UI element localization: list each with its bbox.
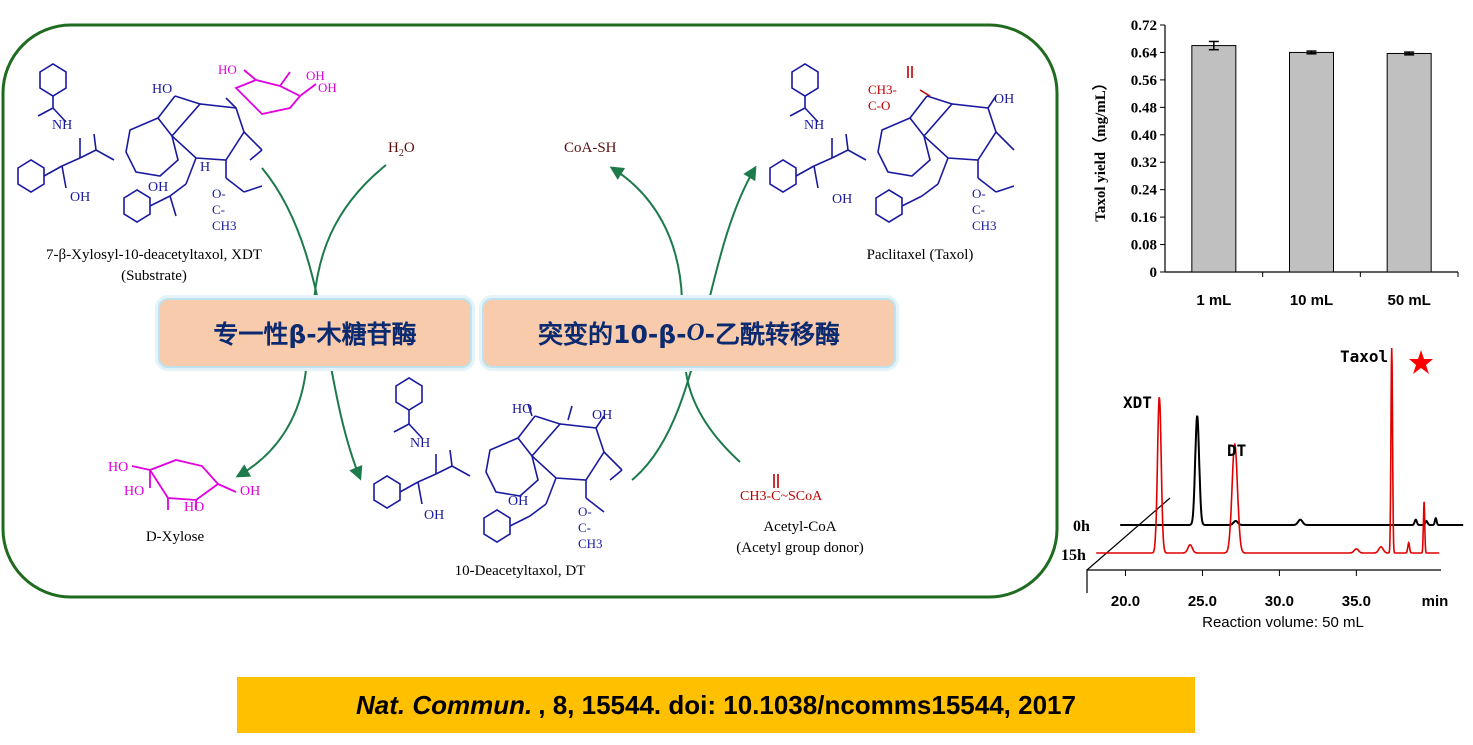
- bar-0: [1191, 45, 1237, 273]
- dt-structure-image: [373, 377, 623, 543]
- hplc-caption: Reaction volume: 50 mL: [1202, 614, 1364, 631]
- bar-category-label: 50 mL: [1387, 292, 1430, 309]
- hplc-peak-label-xdt: XDT: [1123, 393, 1152, 412]
- acetyl-coa-structure-image: [773, 474, 779, 488]
- bar-2: [1386, 52, 1432, 273]
- intermediate-name: 10-Deacetyltaxol, DT: [454, 563, 586, 579]
- substrate-name: 7-β-Xylosyl-10-deacetyltaxol, XDT: [46, 247, 262, 263]
- hplc-depth-axis: [1086, 497, 1171, 571]
- acetyl-group-image: [907, 66, 931, 97]
- enzyme-xylosidase-label: 专一性β-木糖苷酶: [213, 320, 417, 349]
- bar-y-tick-label: 0.72: [1131, 18, 1157, 34]
- bar-y-tick-label: 0.56: [1131, 73, 1158, 89]
- taxol-star-icon: [1409, 350, 1433, 374]
- enzyme-acetyltransferase-italic: O: [686, 319, 705, 346]
- enzyme-acetyltransferase-box: 突变的10-β-O-乙酰转移酶: [482, 298, 896, 368]
- hplc-trace-15h: [1096, 347, 1440, 554]
- hplc-series-label-0h: 0h: [1073, 518, 1090, 535]
- water-label: H2O: [388, 140, 415, 159]
- acetyl-coa-role: (Acetyl group donor): [736, 540, 864, 556]
- scheme-border: [1, 23, 1059, 599]
- bar-y-tick-label: 0: [1150, 265, 1158, 281]
- citation-journal: Nat. Commun.: [356, 689, 533, 720]
- bar-category-label: 1 mL: [1196, 292, 1231, 309]
- bar-y-axis-title: Taxol yield（mg/mL）: [1091, 75, 1109, 222]
- hplc-x-unit-label: min: [1422, 593, 1449, 610]
- taxol-structure-image: [769, 63, 1015, 223]
- hplc-x-tick-label: 25.0: [1188, 593, 1217, 610]
- xylose-name: D-Xylose: [145, 529, 205, 545]
- arrow-coash-out: [609, 166, 683, 301]
- citation-banner: Nat. Commun. , 8, 15544. doi: 10.1038/nc…: [237, 677, 1195, 733]
- bar-y-tick-label: 0.16: [1131, 210, 1158, 226]
- bar-y-tick-label: 0.48: [1131, 100, 1157, 116]
- xylose-structure-image: [131, 459, 237, 510]
- bar-y-tick-label: 0.64: [1131, 45, 1158, 61]
- xdt-structure-image: [17, 63, 263, 223]
- hplc-trace-0h: [1120, 415, 1464, 526]
- bar-y-tick-label: 0.40: [1131, 128, 1157, 144]
- hplc-series-label-15h: 15h: [1061, 547, 1086, 564]
- bar-y-tick-label: 0.32: [1131, 155, 1157, 171]
- substrate-role: (Substrate): [121, 268, 187, 284]
- reaction-scheme: [1, 23, 1059, 599]
- product-name: Paclitaxel (Taxol): [866, 247, 974, 263]
- arrow-acetylcoa-in: [685, 371, 741, 463]
- hplc-peak-label-dt: DT: [1227, 441, 1246, 460]
- hplc-x-tick-label: 35.0: [1342, 593, 1371, 610]
- enzyme-acetyltransferase-suffix: -乙酰转移酶: [704, 320, 840, 349]
- acetyl-coa-name: Acetyl-CoA: [763, 519, 837, 535]
- citation-details: , 8, 15544. doi: 10.1038/ncomms15544, 20…: [538, 689, 1076, 720]
- acetyl-coa-formula: CH3-C~SCoA: [740, 489, 823, 504]
- enzyme-xylosidase-box: 专一性β-木糖苷酶: [158, 298, 472, 368]
- coa-sh-label: CoA-SH: [564, 140, 617, 156]
- bar-1: [1289, 51, 1334, 273]
- arrow-water-in: [313, 164, 387, 301]
- enzyme-acetyltransferase-prefix: 突变的10-β-: [538, 320, 687, 349]
- hplc-x-tick-label: 30.0: [1265, 593, 1294, 610]
- xylosyl-group-image: [234, 69, 317, 115]
- taxol-yield-bar-chart: 0 0.08 0.16 0.24 0.32 0.40 0.48 0.56 0.64 0.72 1 m…: [1091, 18, 1459, 309]
- bar-y-tick-label: 0.24: [1131, 183, 1158, 199]
- bar-category-label: 10 mL: [1290, 292, 1333, 309]
- arrow-xylose-out: [235, 369, 307, 478]
- hplc-x-tick-label: 20.0: [1111, 593, 1140, 610]
- hplc-peak-label-taxol: Taxol: [1340, 347, 1388, 366]
- bar-y-tick-label: 0.08: [1131, 238, 1157, 254]
